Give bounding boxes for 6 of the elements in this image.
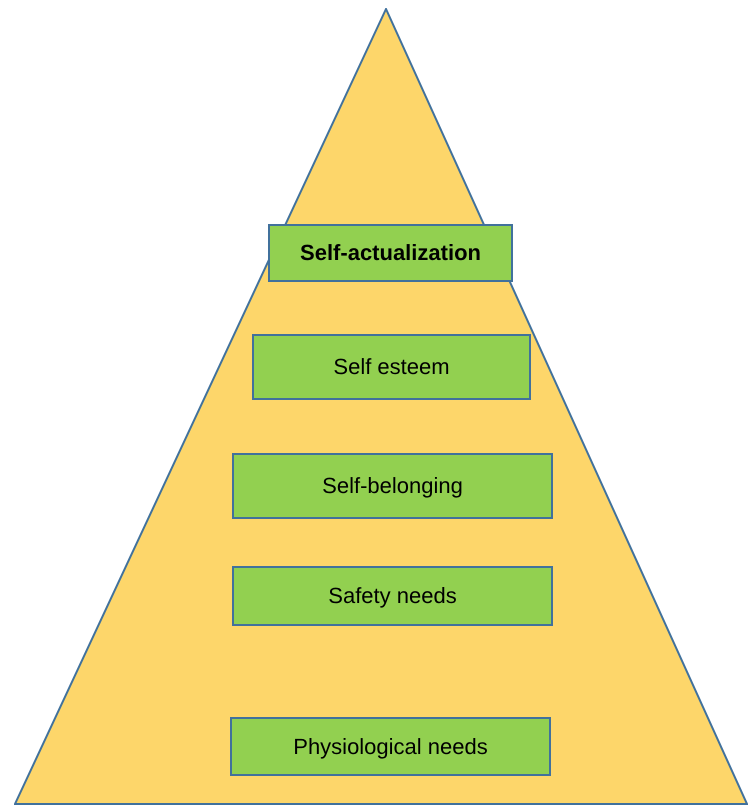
pyramid-level: Physiological needs: [230, 717, 551, 776]
pyramid-level: Safety needs: [232, 566, 553, 626]
pyramid-shape: [14, 8, 748, 805]
pyramid-level: Self-belonging: [232, 453, 553, 519]
pyramid-level: Self-actualization: [268, 224, 513, 282]
pyramid-level: Self esteem: [252, 334, 531, 400]
